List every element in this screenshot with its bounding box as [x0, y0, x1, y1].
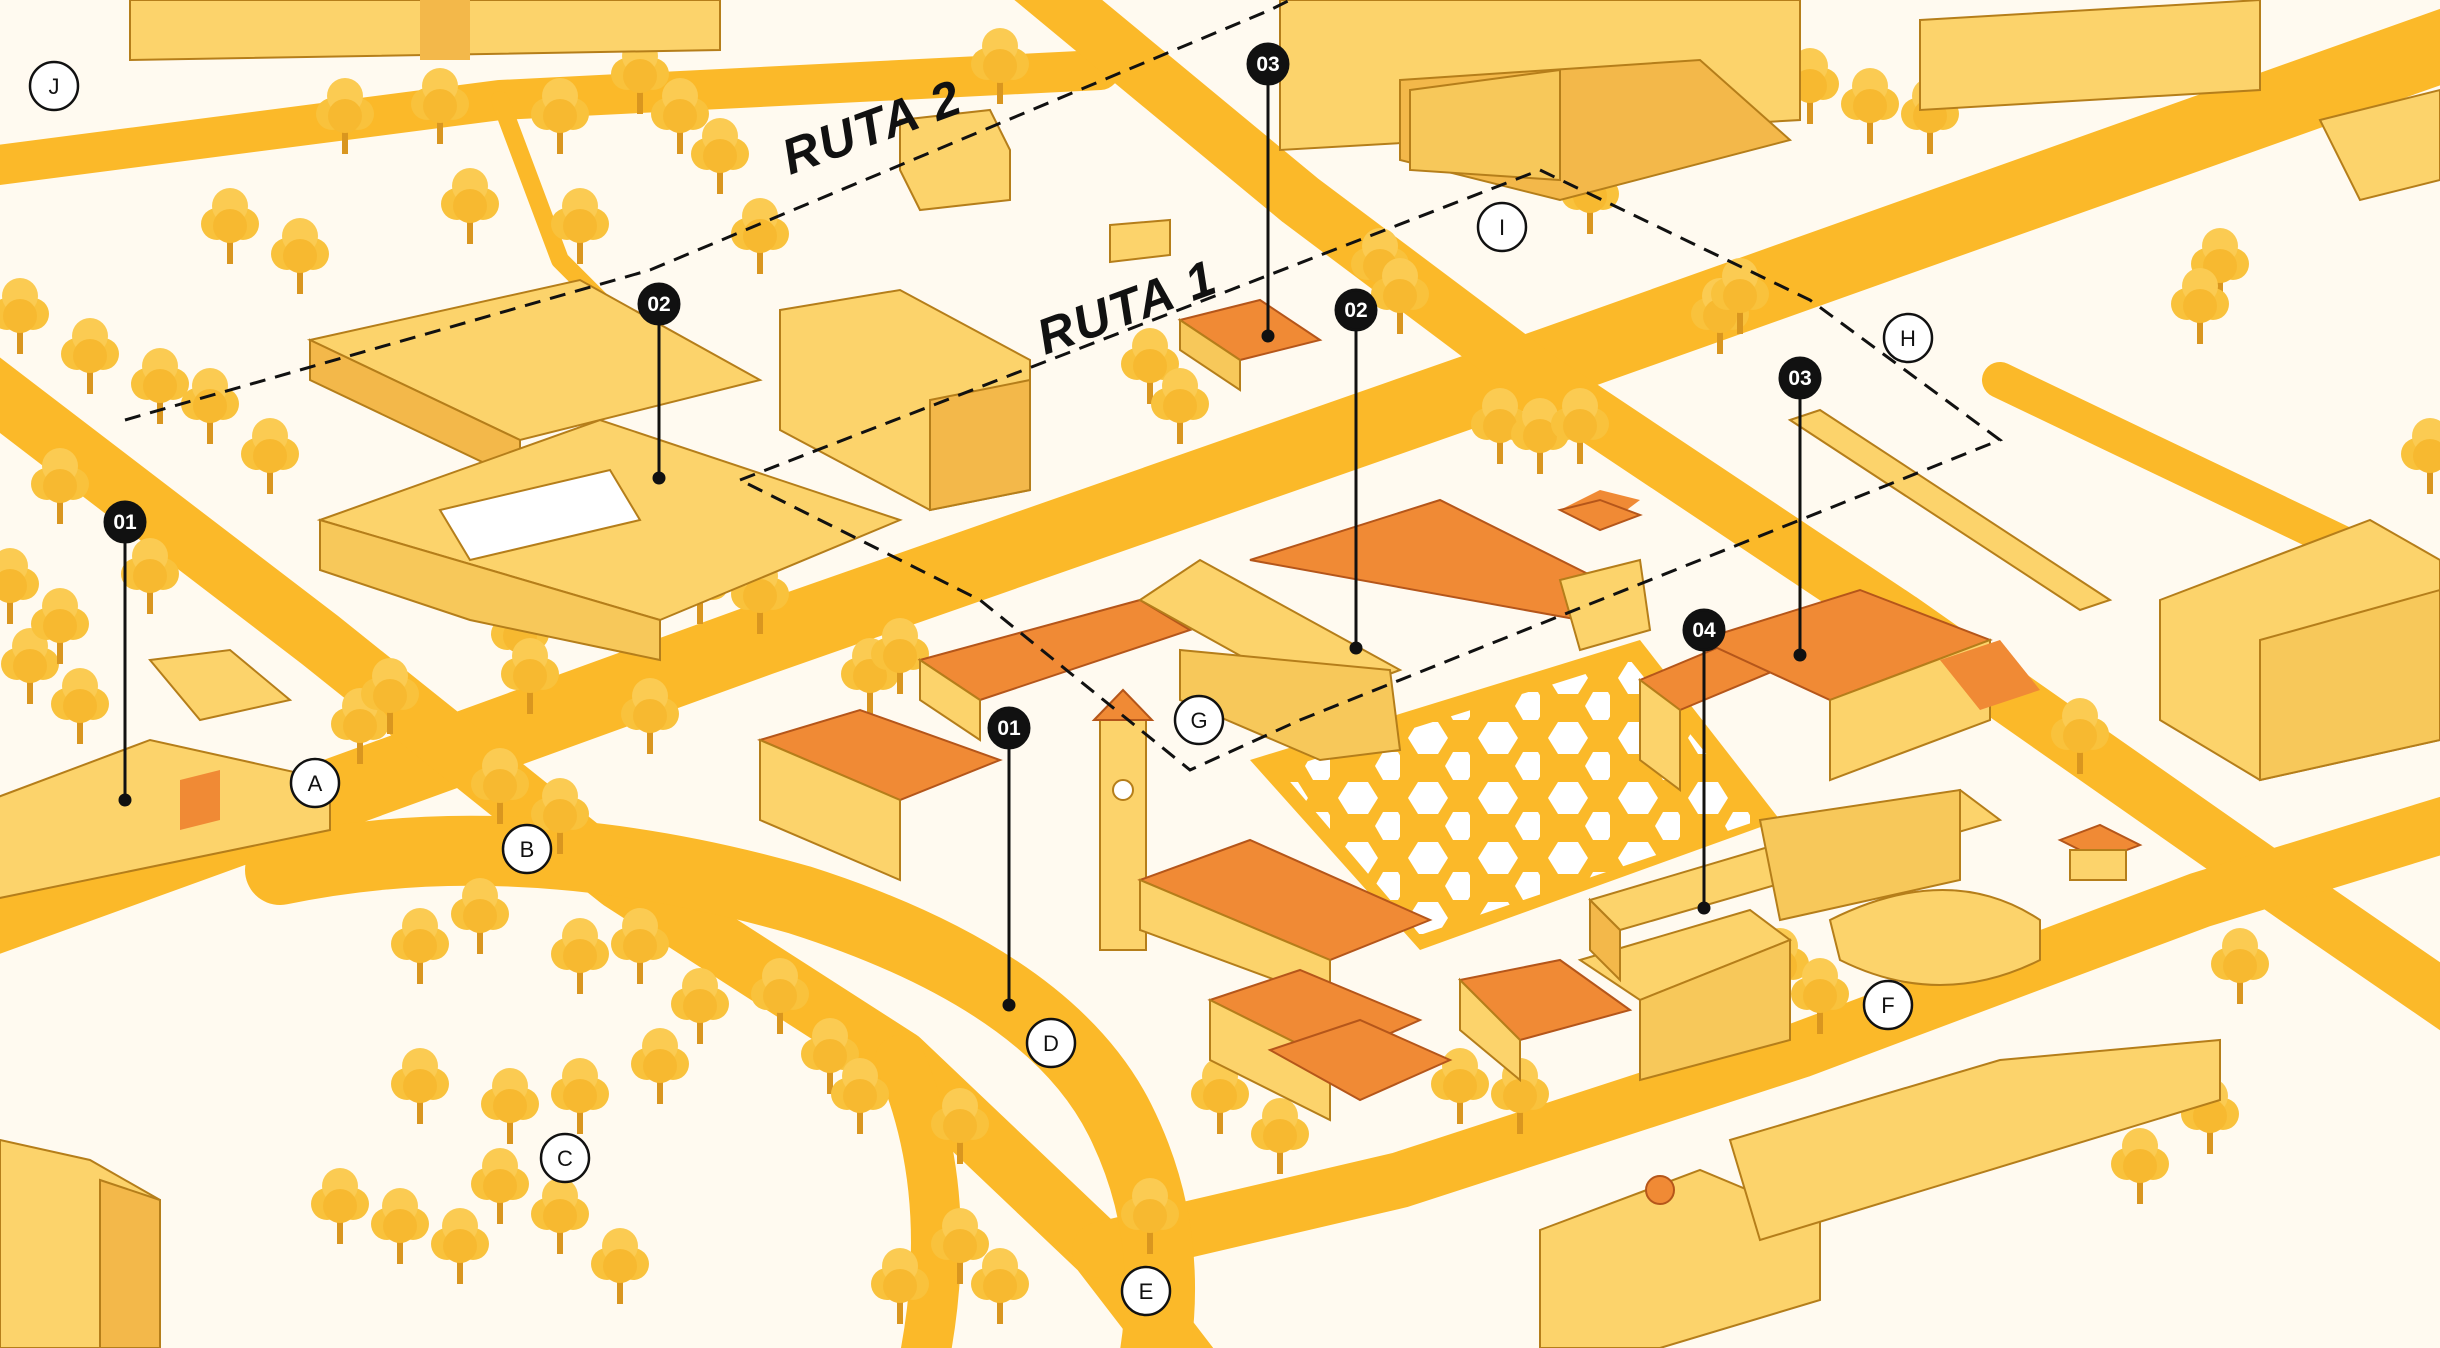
stop-marker-r1-04[interactable]: 04 — [1682, 608, 1726, 915]
gazebo-north — [1557, 498, 1643, 532]
svg-text:03: 03 — [1788, 367, 1811, 390]
zone-marker-j[interactable]: J — [28, 60, 80, 112]
road-south-branch — [875, 1035, 961, 1348]
svg-text:D: D — [1043, 1031, 1059, 1056]
svg-text:B: B — [520, 837, 535, 862]
svg-text:02: 02 — [647, 293, 670, 316]
ruta-2-path — [124, 0, 1291, 422]
svg-text:03: 03 — [1256, 53, 1279, 76]
ruta-1-path — [736, 168, 2004, 772]
stop-marker-r2-01[interactable]: 01 — [103, 500, 147, 807]
zone-marker-i[interactable]: I — [1476, 201, 1528, 253]
stop-marker-r2-03[interactable]: 03 — [1246, 42, 1290, 343]
zone-marker-f[interactable]: F — [1862, 979, 1914, 1031]
svg-text:C: C — [557, 1146, 573, 1171]
stop-marker-r2-02[interactable]: 02 — [637, 282, 681, 485]
stop-marker-r1-01[interactable]: 01 — [987, 706, 1031, 1012]
svg-text:H: H — [1900, 326, 1916, 351]
road-north-descending — [1014, 0, 2440, 1031]
zone-marker-b[interactable]: B — [501, 823, 553, 875]
route-paths — [124, 0, 2004, 772]
stop-marker-r1-03[interactable]: 03 — [1778, 356, 1822, 662]
svg-text:01: 01 — [113, 511, 137, 534]
svg-text:F: F — [1881, 993, 1894, 1018]
zone-marker-d[interactable]: D — [1025, 1017, 1077, 1069]
zone-marker-c[interactable]: C — [539, 1132, 591, 1184]
dome — [1645, 1175, 1675, 1205]
svg-text:E: E — [1139, 1279, 1154, 1304]
svg-text:I: I — [1499, 215, 1505, 240]
stop-marker-r1-02[interactable]: 02 — [1334, 288, 1378, 655]
svg-text:04: 04 — [1692, 619, 1716, 642]
zone-marker-g[interactable]: G — [1173, 694, 1225, 746]
svg-text:G: G — [1190, 708, 1207, 733]
svg-text:02: 02 — [1344, 299, 1367, 322]
zone-marker-h[interactable]: H — [1882, 312, 1934, 364]
clock-tower — [1099, 719, 1147, 951]
road-southeast-arc — [1072, 796, 2440, 1278]
svg-text:J: J — [49, 74, 60, 99]
zone-markers: A B C D E F G H I J — [28, 60, 1934, 1317]
road-main-diagonal — [0, 8, 2440, 954]
stop-markers: 01 02 03 04 01 02 03 — [103, 42, 1822, 1012]
svg-text:A: A — [308, 771, 323, 796]
svg-text:01: 01 — [997, 717, 1021, 740]
zone-marker-a[interactable]: A — [289, 757, 341, 809]
zone-marker-e[interactable]: E — [1120, 1265, 1172, 1317]
